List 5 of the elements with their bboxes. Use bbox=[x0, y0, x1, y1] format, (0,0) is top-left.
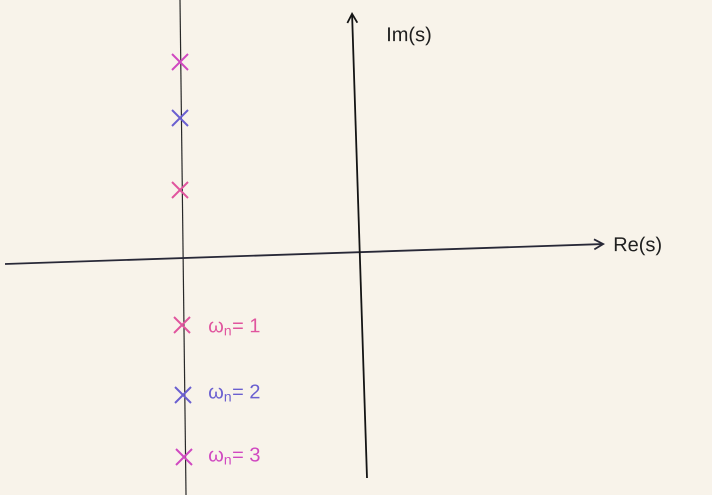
pole-label: ω$_{n}$= 2 bbox=[209, 384, 260, 402]
pole-label: ω$_{n}$= 1 bbox=[209, 318, 260, 336]
axis-label: Re(s) bbox=[614, 236, 661, 256]
pole-label: ω$_{n}$= 3 bbox=[209, 447, 260, 465]
axis-label: Im(s) bbox=[388, 26, 430, 46]
